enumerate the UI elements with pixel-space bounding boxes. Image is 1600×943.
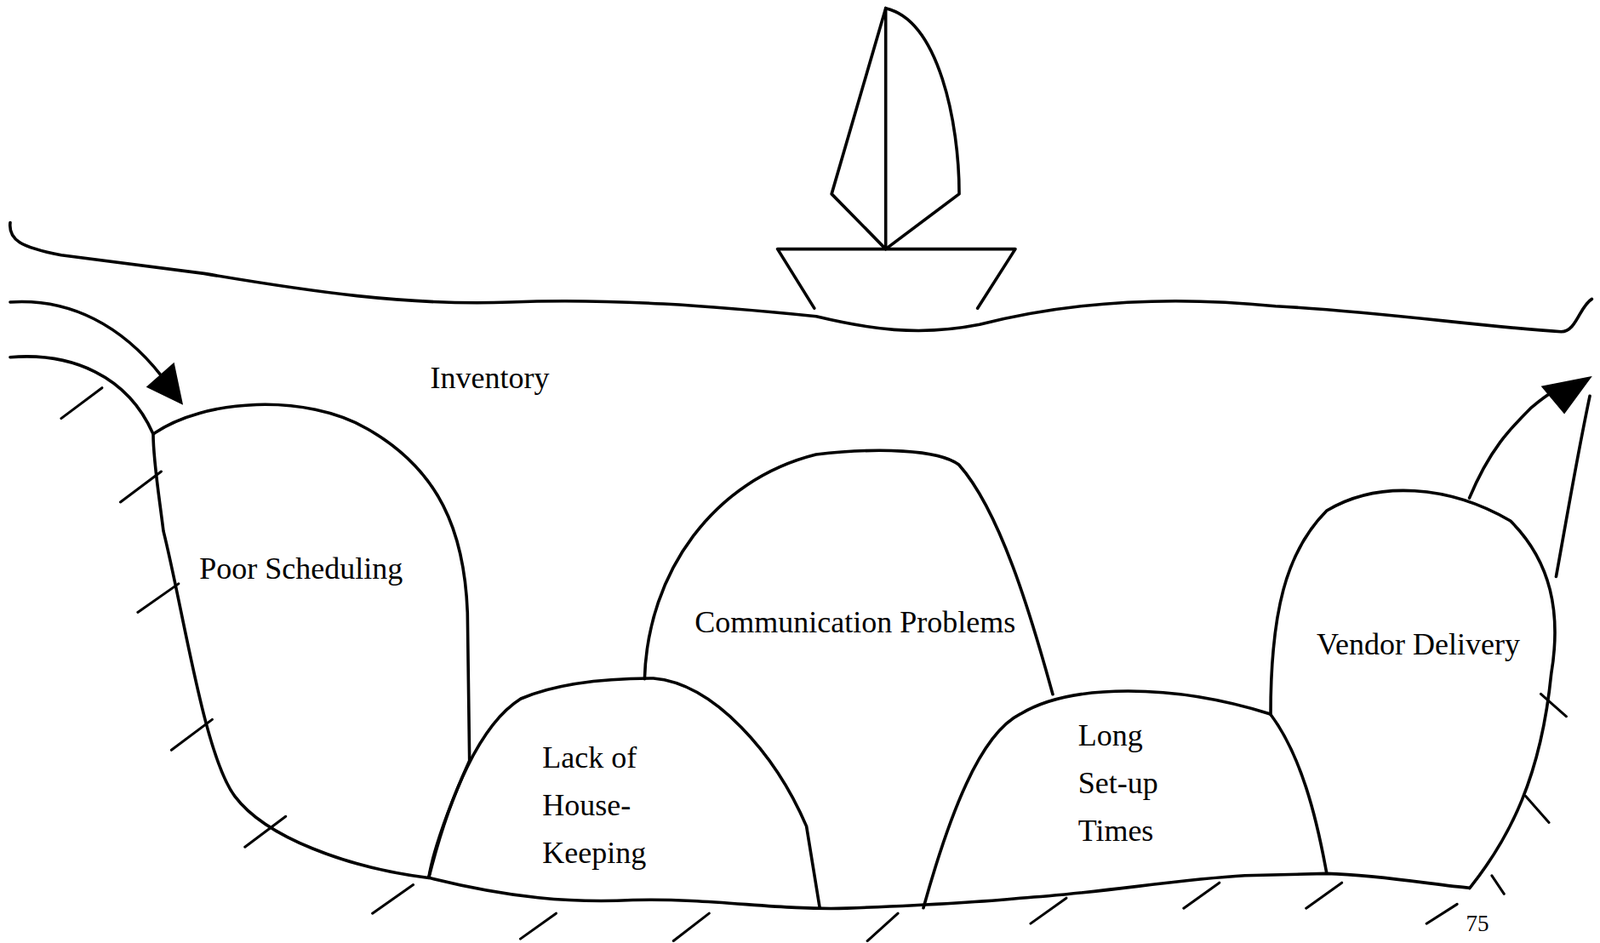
page-number: 75	[1466, 909, 1490, 938]
bank-hatching	[61, 388, 1566, 942]
right-bank-line	[1555, 395, 1590, 577]
problem-rock: Poor Scheduling	[148, 388, 475, 884]
rock-outline	[153, 404, 470, 878]
rock-outline	[1270, 490, 1555, 888]
rock-label: Vendor Delivery	[1316, 626, 1520, 663]
left-bank-line	[10, 356, 154, 435]
rock-outline	[428, 678, 820, 909]
water-surface	[10, 222, 1593, 332]
problem-rock: Communication Problems	[637, 444, 1062, 700]
rock-outline	[645, 450, 1054, 694]
rock-label: Lack of House- Keeping	[542, 734, 662, 877]
water-label: Inventory	[430, 360, 550, 397]
rock-label: Long Set-up Times	[1078, 712, 1198, 855]
rock-outline-frame	[637, 444, 1062, 700]
boat-sail	[831, 8, 960, 250]
boat-mast	[884, 8, 888, 250]
boat-hull	[777, 249, 1016, 309]
outflow-line	[1469, 391, 1554, 498]
rock-outline	[923, 691, 1327, 909]
rock-label: Communication Problems	[694, 604, 1016, 641]
outflow-arrowhead	[1542, 377, 1590, 413]
rock-outline-frame	[1265, 480, 1567, 894]
problem-rock: Vendor Delivery	[1265, 480, 1567, 894]
inflow-arrowhead	[148, 364, 183, 404]
rock-outline-frame	[148, 388, 475, 884]
problem-rock: Lack of House- Keeping	[423, 673, 828, 914]
inflow-line	[10, 302, 161, 377]
rock-label: Poor Scheduling	[199, 550, 403, 588]
